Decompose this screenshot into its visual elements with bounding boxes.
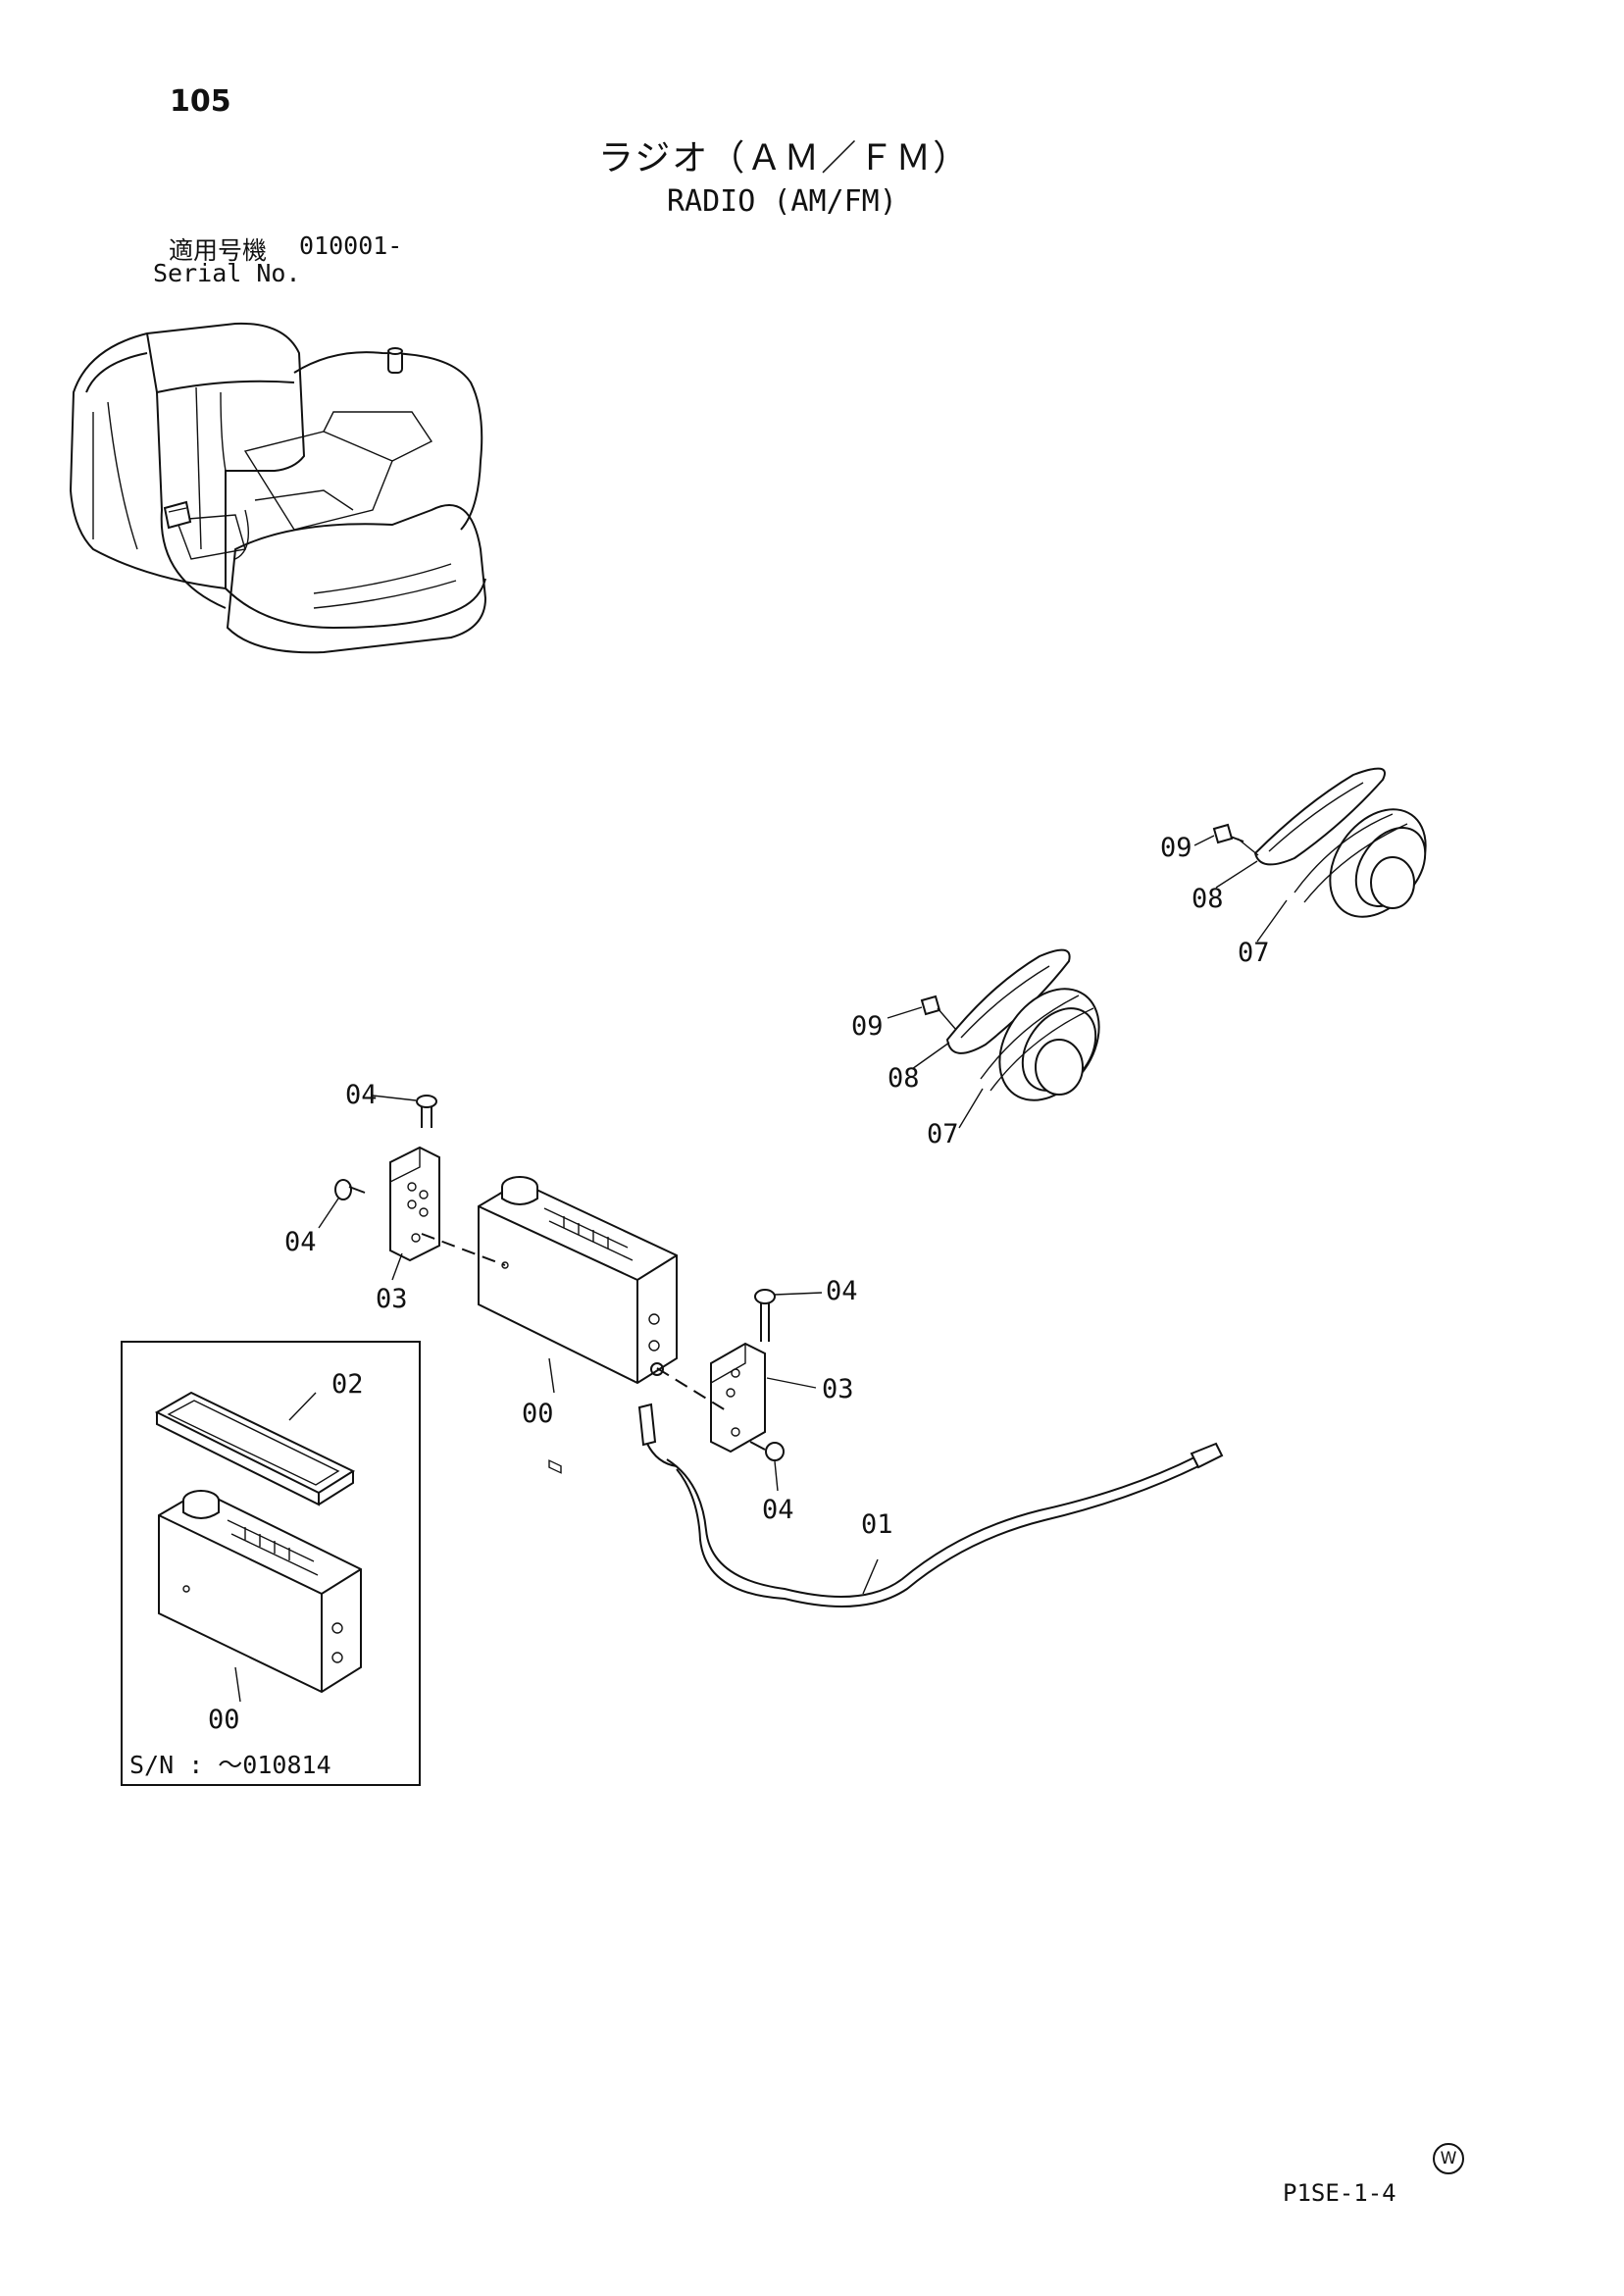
document-code: P1SE-1-4 — [1283, 2179, 1396, 2207]
radio-unit — [478, 1176, 678, 1474]
callout-09-front: 09 — [851, 1011, 884, 1042]
inset-serial-note: S/N : ～010814 — [129, 1751, 331, 1779]
excavator-location-icon — [69, 322, 487, 654]
callout-01: 01 — [861, 1509, 893, 1540]
antenna-cable — [637, 1403, 1224, 1607]
title-english: RADIO (AM/FM) — [667, 184, 897, 219]
callout-04-left: 04 — [284, 1227, 317, 1257]
speaker-assembly-back — [1193, 767, 1427, 943]
callout-00-main: 00 — [522, 1399, 554, 1429]
callout-labels: 00 01 02 03 03 04 04 04 04 07 08 09 07 0… — [129, 833, 1270, 1779]
serial-value: 010001- — [299, 231, 403, 260]
callout-07-front: 07 — [927, 1119, 959, 1149]
serial-label-english: Serial No. — [153, 259, 301, 287]
bracket-right — [656, 1289, 823, 1492]
callout-00-inset: 00 — [208, 1705, 240, 1735]
callout-03-left: 03 — [376, 1284, 408, 1314]
callout-04-right-top: 04 — [826, 1276, 858, 1306]
inset-box — [121, 1341, 421, 1786]
serial-label-japanese: 適用号機 — [169, 236, 268, 265]
callout-03-right: 03 — [822, 1374, 854, 1404]
callout-04-right-bottom: 04 — [762, 1495, 794, 1525]
callout-04-top: 04 — [345, 1080, 378, 1110]
callout-09-back: 09 — [1160, 833, 1193, 863]
bracket-left — [318, 1095, 506, 1281]
callout-08-front: 08 — [888, 1063, 920, 1094]
w-mark-icon: W — [1433, 2143, 1464, 2174]
speaker-assembly-front — [887, 948, 1100, 1129]
callout-08-back: 08 — [1192, 884, 1224, 914]
title-japanese: ラジオ（ＡＭ／ＦＭ） — [598, 138, 971, 179]
callout-02: 02 — [331, 1369, 364, 1400]
page-number: 105 — [170, 84, 231, 119]
callout-07-back: 07 — [1238, 938, 1270, 968]
